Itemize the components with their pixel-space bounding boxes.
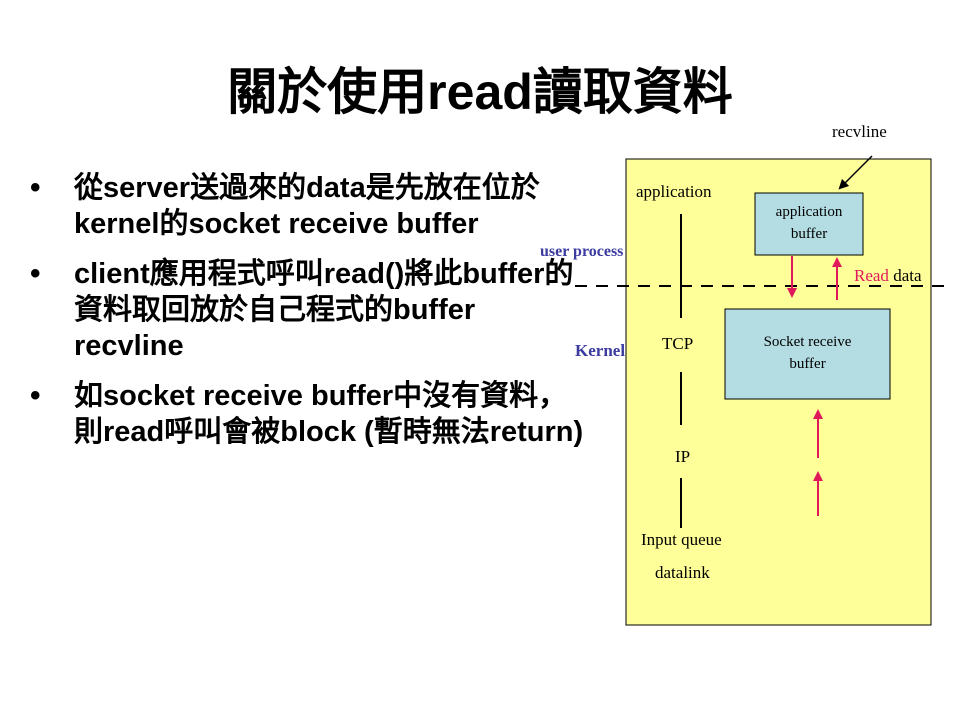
bullet-item: • 如socket receive buffer中沒有資料，則read呼叫會被b… — [30, 378, 590, 450]
read-data-label: Read data — [854, 266, 922, 286]
data-word: data — [893, 266, 922, 285]
application-buffer-label: application buffer — [775, 204, 843, 242]
bullet-item: • 從server送過來的data是先放在位於kernel的socket rec… — [30, 170, 590, 242]
bullet-dot-icon: • — [30, 171, 41, 204]
bullet-text: client應用程式呼叫read()將此buffer的資料取回放於自己程式的bu… — [74, 258, 574, 362]
read-word: Read — [854, 266, 889, 285]
application-label: application — [636, 182, 712, 201]
datalink-label: datalink — [655, 563, 710, 582]
bullet-text: 如socket receive buffer中沒有資料，則read呼叫會被blo… — [74, 380, 584, 448]
user-process-label: user process — [540, 243, 624, 260]
application-buffer-box — [754, 192, 864, 256]
socket-receive-buffer-box — [724, 308, 891, 400]
bullet-item: • client應用程式呼叫read()將此buffer的資料取回放於自己程式的… — [30, 256, 590, 364]
recvline-arrow — [838, 155, 873, 190]
bullet-text: 從server送過來的data是先放在位於kernel的socket recei… — [74, 172, 540, 240]
input-queue-label: Input queue — [641, 530, 722, 549]
ip-label: IP — [675, 447, 691, 466]
kernel-label: Kernel — [575, 341, 626, 360]
socket-receive-buffer-label: Socket receive buffer — [763, 334, 852, 372]
bullet-dot-icon: • — [30, 257, 41, 290]
page-title: 關於使用read讀取資料 — [227, 64, 733, 120]
bullet-dot-icon: • — [30, 379, 41, 412]
recvline-label: recvline — [832, 122, 887, 141]
bullet-list: • 從server送過來的data是先放在位於kernel的socket rec… — [30, 170, 590, 464]
tcp-label: TCP — [662, 334, 694, 353]
